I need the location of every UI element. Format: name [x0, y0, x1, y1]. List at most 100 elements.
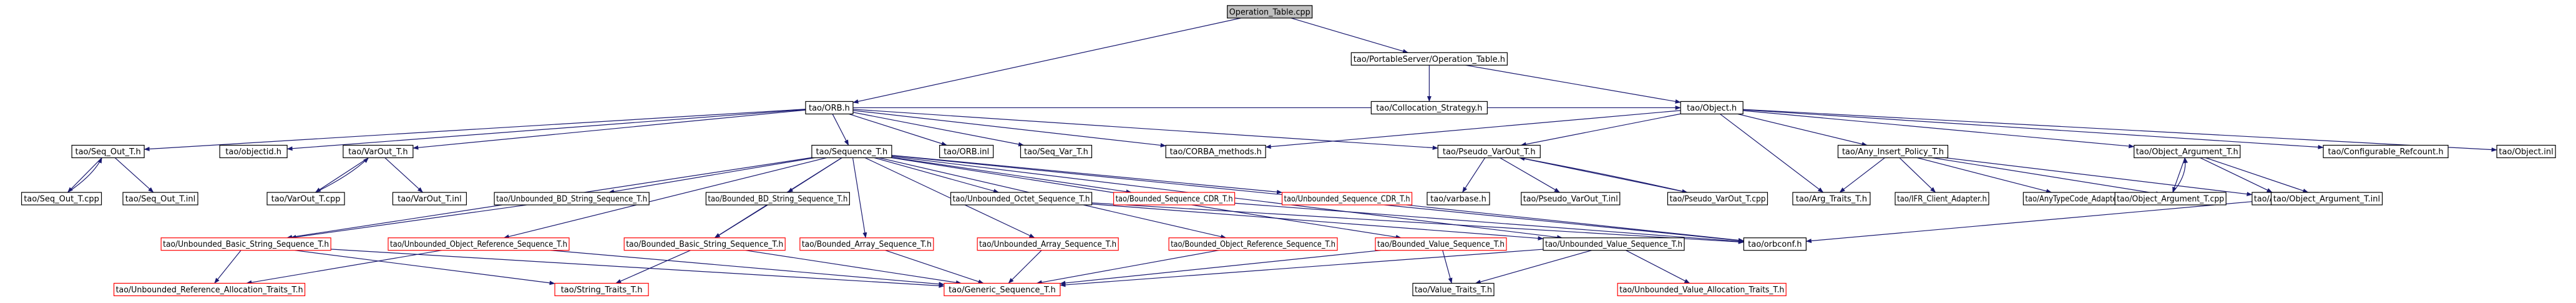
node-box-root[interactable] [1227, 5, 1313, 19]
edge-seq_out_t_h-to-seq_out_t_cpp [67, 157, 102, 193]
edge-bd_basic_string-to-string_traits [615, 250, 691, 284]
node-box-object_arg_inl[interactable] [2270, 192, 2383, 206]
node-box-ifr_client[interactable] [1895, 192, 1989, 206]
node-seq_out_t_inl[interactable]: tao/Seq_Out_T.inl [122, 192, 198, 206]
node-box-arg_traits[interactable] [1792, 192, 1871, 206]
node-box-unb_value_alloc[interactable] [1617, 282, 1787, 297]
node-orbconf[interactable]: tao/orbconf.h [1743, 237, 1807, 251]
node-root[interactable]: Operation_Table.cpp [1227, 5, 1313, 19]
node-box-any_insert[interactable] [1837, 144, 1949, 159]
node-box-bd_basic_string[interactable] [623, 237, 786, 251]
node-generic_seq[interactable]: tao/Generic_Sequence_T.h [944, 282, 1061, 297]
node-box-generic_seq[interactable] [944, 282, 1061, 297]
node-arg_traits[interactable]: tao/Arg_Traits_T.h [1792, 192, 1871, 206]
node-box-bd_value[interactable] [1375, 237, 1507, 251]
node-box-sequence_t_h[interactable] [811, 144, 892, 159]
node-box-varout_t_inl[interactable] [392, 192, 467, 206]
node-label-object_arg_inl: tao/Object_Argument_T.inl [2273, 194, 2380, 204]
node-unb_ref_alloc[interactable]: tao/Unbounded_Reference_Allocation_Trait… [113, 282, 306, 297]
node-box-pseudo_varout_h[interactable] [1437, 144, 1541, 159]
node-box-seq_var_t_h[interactable] [1020, 144, 1093, 159]
node-object_inl[interactable]: tao/Object.inl [2496, 144, 2556, 159]
node-box-orb_inl[interactable] [939, 144, 994, 159]
node-box-pseudo_varout_inl[interactable] [1521, 192, 1621, 206]
node-box-bd_bd_string[interactable] [705, 192, 850, 206]
node-box-unb_value[interactable] [1543, 237, 1685, 251]
node-pseudo_varout_h[interactable]: tao/Pseudo_VarOut_T.h [1437, 144, 1541, 159]
node-seq_out_t_h[interactable]: tao/Seq_Out_T.h [71, 144, 145, 159]
node-unb_value[interactable]: tao/Unbounded_Value_Sequence_T.h [1543, 237, 1685, 251]
node-box-object_inl[interactable] [2496, 144, 2556, 159]
node-any_insert[interactable]: tao/Any_Insert_Policy_T.h [1837, 144, 1949, 159]
node-pseudo_varout_cpp[interactable]: tao/Pseudo_VarOut_T.cpp [1667, 192, 1769, 206]
node-object_h[interactable]: tao/Object.h [1680, 101, 1744, 115]
node-box-unb_bd_string[interactable] [494, 192, 650, 206]
node-unb_value_alloc[interactable]: tao/Unbounded_Value_Allocation_Traits_T.… [1617, 282, 1787, 297]
node-varout_t_h[interactable]: tao/VarOut_T.h [343, 144, 414, 159]
node-varout_t_inl[interactable]: tao/VarOut_T.inl [392, 192, 467, 206]
node-box-unb_ref_alloc[interactable] [113, 282, 306, 297]
node-box-value_traits[interactable] [1412, 282, 1495, 297]
node-collocation[interactable]: tao/Collocation_Strategy.h [1370, 101, 1488, 115]
node-box-varout_t_cpp[interactable] [266, 192, 345, 206]
node-configurable_rc[interactable]: tao/Configurable_Refcount.h [2323, 144, 2449, 159]
node-seq_var_t_h[interactable]: tao/Seq_Var_T.h [1020, 144, 1093, 159]
node-box-pseudo_varout_cpp[interactable] [1667, 192, 1769, 206]
node-seq_out_t_cpp[interactable]: tao/Seq_Out_T.cpp [21, 192, 102, 206]
node-bd_basic_string[interactable]: tao/Bounded_Basic_String_Sequence_T.h [623, 237, 786, 251]
node-bd_bd_string[interactable]: tao/Bounded_BD_String_Sequence_T.h [705, 192, 850, 206]
node-unb_basic_string[interactable]: tao/Unbounded_Basic_String_Sequence_T.h [160, 237, 331, 251]
node-box-bd_cdr[interactable] [1113, 192, 1236, 206]
node-box-string_traits[interactable] [554, 282, 649, 297]
node-box-seq_out_t_inl[interactable] [122, 192, 198, 206]
node-box-varout_t_h[interactable] [343, 144, 414, 159]
node-anytypecode[interactable]: tao/AnyTypeCode_Adapter.h [2022, 192, 2129, 206]
node-box-unb_objref[interactable] [388, 237, 570, 251]
node-unb_array[interactable]: tao/Unbounded_Array_Sequence_T.h [977, 237, 1119, 251]
node-objectid_h[interactable]: tao/objectid.h [219, 144, 288, 159]
node-box-seq_out_t_h[interactable] [71, 144, 145, 159]
node-box-orb_h[interactable] [805, 101, 854, 115]
node-unb_objref[interactable]: tao/Unbounded_Object_Reference_Sequence_… [388, 237, 570, 251]
node-box-unb_cdr[interactable] [1281, 192, 1413, 206]
node-box-object_h[interactable] [1680, 101, 1744, 115]
node-label-seq_var_t_h: tao/Seq_Var_T.h [1024, 147, 1088, 157]
node-box-varbase[interactable] [1427, 192, 1490, 206]
node-orb_h[interactable]: tao/ORB.h [805, 101, 854, 115]
node-box-seq_out_t_cpp[interactable] [21, 192, 102, 206]
node-unb_octet[interactable]: tao/Unbounded_Octet_Sequence_T.h [950, 192, 1093, 206]
node-box-ps_optable[interactable] [1350, 52, 1508, 66]
node-string_traits[interactable]: tao/String_Traits_T.h [554, 282, 649, 297]
node-box-unb_basic_string[interactable] [160, 237, 331, 251]
node-box-object_arg_h[interactable] [2134, 144, 2241, 159]
node-object_arg_cpp[interactable]: tao/Object_Argument_T.cpp [2114, 192, 2227, 206]
node-varout_t_cpp[interactable]: tao/VarOut_T.cpp [266, 192, 345, 206]
node-box-collocation[interactable] [1370, 101, 1488, 115]
node-unb_cdr[interactable]: tao/Unbounded_Sequence_CDR_T.h [1281, 192, 1413, 206]
node-ifr_client[interactable]: tao/IFR_Client_Adapter.h [1895, 192, 1989, 206]
node-bd_cdr[interactable]: tao/Bounded_Sequence_CDR_T.h [1113, 192, 1236, 206]
node-box-orbconf[interactable] [1743, 237, 1807, 251]
node-varbase[interactable]: tao/varbase.h [1427, 192, 1490, 206]
node-bd_array[interactable]: tao/Bounded_Array_Sequence_T.h [799, 237, 934, 251]
node-bd_value[interactable]: tao/Bounded_Value_Sequence_T.h [1375, 237, 1507, 251]
node-box-unb_array[interactable] [977, 237, 1119, 251]
node-box-object_arg_cpp[interactable] [2114, 192, 2227, 206]
node-object_arg_h[interactable]: tao/Object_Argument_T.h [2134, 144, 2241, 159]
node-box-corba_methods[interactable] [1165, 144, 1266, 159]
node-bd_objref[interactable]: tao/Bounded_Object_Reference_Sequence_T.… [1168, 237, 1338, 251]
node-value_traits[interactable]: tao/Value_Traits_T.h [1412, 282, 1495, 297]
node-object_arg_inl[interactable]: tao/Object_Argument_T.inl [2270, 192, 2383, 206]
node-ps_optable[interactable]: tao/PortableServer/Operation_Table.h [1350, 52, 1508, 66]
node-corba_methods[interactable]: tao/CORBA_methods.h [1165, 144, 1266, 159]
edge-sequence_t_h-to-unb_array [864, 157, 1035, 239]
node-orb_inl[interactable]: tao/ORB.inl [939, 144, 994, 159]
node-box-objectid_h[interactable] [219, 144, 288, 159]
node-sequence_t_h[interactable]: tao/Sequence_T.h [811, 144, 892, 159]
node-unb_bd_string[interactable]: tao/Unbounded_BD_String_Sequence_T.h [494, 192, 650, 206]
node-box-bd_objref[interactable] [1168, 237, 1338, 251]
node-box-bd_array[interactable] [799, 237, 934, 251]
node-pseudo_varout_inl[interactable]: tao/Pseudo_VarOut_T.inl [1521, 192, 1621, 206]
node-box-configurable_rc[interactable] [2323, 144, 2449, 159]
node-box-unb_octet[interactable] [950, 192, 1093, 206]
